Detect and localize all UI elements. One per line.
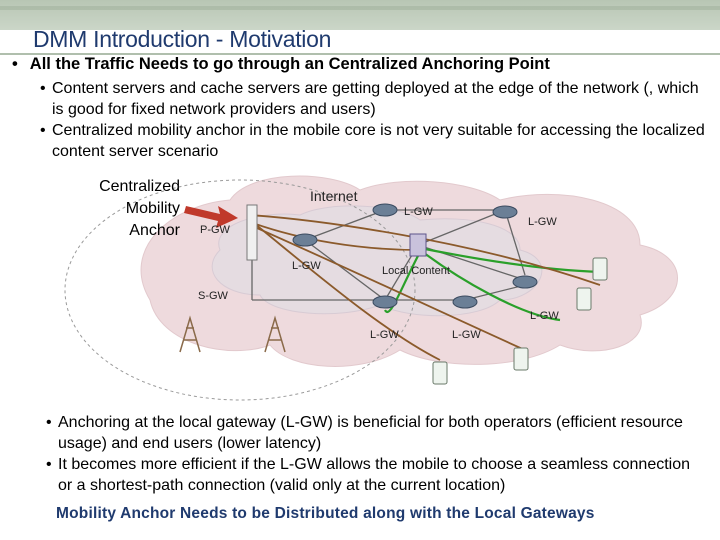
local-content-label: Local Content	[382, 265, 450, 277]
l-gw-label-1: L-GW	[404, 206, 433, 218]
sub-bullet-2: •Centralized mobility anchor in the mobi…	[40, 122, 705, 160]
conclusion-text: Mobility Anchor Needs to be Distributed …	[56, 505, 595, 522]
l-gw-label-3: L-GW	[292, 260, 321, 272]
p-gw-node	[246, 204, 258, 261]
sub-bullet-1-text: Content servers and cache servers are ge…	[52, 80, 699, 118]
internet-label: Internet	[310, 188, 358, 204]
inner-cloud	[211, 205, 543, 317]
sub-bullet-2-text: Centralized mobility anchor in the mobil…	[52, 122, 705, 160]
l-gw-label-2: L-GW	[528, 216, 557, 228]
headline-text: All the Traffic Needs to go through an C…	[29, 55, 550, 73]
p-gw-label: P-GW	[200, 224, 230, 236]
server-icon	[409, 233, 427, 257]
router-icon	[292, 203, 538, 309]
l-gw-label-5: L-GW	[370, 329, 399, 341]
header-bar	[0, 0, 720, 30]
s-gw-label: S-GW	[198, 290, 228, 302]
lower-bullet-1-text: Anchoring at the local gateway (L-GW) is…	[58, 414, 683, 452]
l-gw-label-6: L-GW	[452, 329, 481, 341]
anchor-arrow	[184, 206, 238, 228]
ran-region	[64, 179, 416, 401]
headline-bullet: •All the Traffic Needs to go through an …	[12, 55, 550, 73]
sub-bullet-1: •Content servers and cache servers are g…	[40, 80, 699, 118]
slide-title: DMM Introduction - Motivation	[33, 26, 332, 52]
lower-bullet-1: •Anchoring at the local gateway (L-GW) i…	[46, 414, 683, 452]
l-gw-label-4: L-GW	[530, 310, 559, 322]
title-divider	[0, 53, 720, 55]
cell-tower-icon	[179, 315, 286, 353]
centralized-mobility-anchor-label: Centralized Mobility Anchor	[99, 178, 180, 239]
lower-bullet-2: •It becomes more efficient if the L-GW a…	[46, 456, 691, 494]
mobile-phone-icon	[432, 257, 608, 385]
lower-bullet-2-text: It becomes more efficient if the L-GW al…	[58, 456, 691, 494]
